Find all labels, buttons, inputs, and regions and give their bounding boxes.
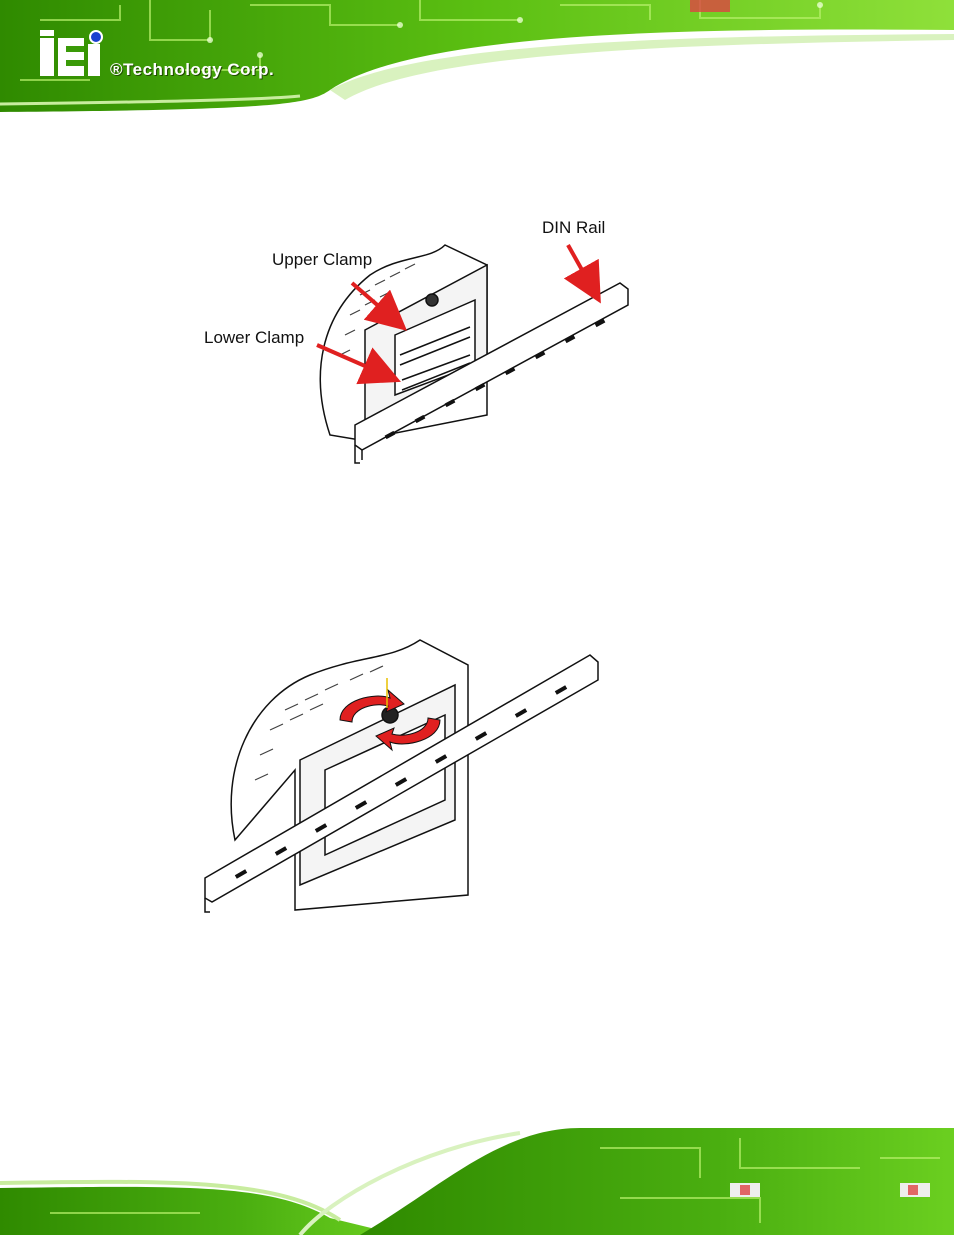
brand-text: ®Technology Corp.: [110, 60, 274, 80]
figure-tighten-screw: [190, 620, 610, 920]
label-upper-clamp: Upper Clamp: [272, 250, 372, 269]
page-header: ®Technology Corp.: [0, 0, 954, 112]
tighten-screw-drawing: [190, 620, 610, 920]
label-din-rail: DIN Rail: [542, 218, 605, 237]
label-lower-clamp: Lower Clamp: [204, 328, 304, 347]
page-footer: [0, 1128, 954, 1235]
header-circuit-banner: [0, 0, 954, 112]
din-rail-clamp-drawing: DIN Rail Upper Clamp Lower Clamp: [190, 205, 650, 470]
din-rail-arrow: [568, 245, 595, 293]
footer-circuit-banner: [0, 1128, 954, 1235]
figure-din-rail-clamps: DIN Rail Upper Clamp Lower Clamp: [190, 205, 650, 470]
